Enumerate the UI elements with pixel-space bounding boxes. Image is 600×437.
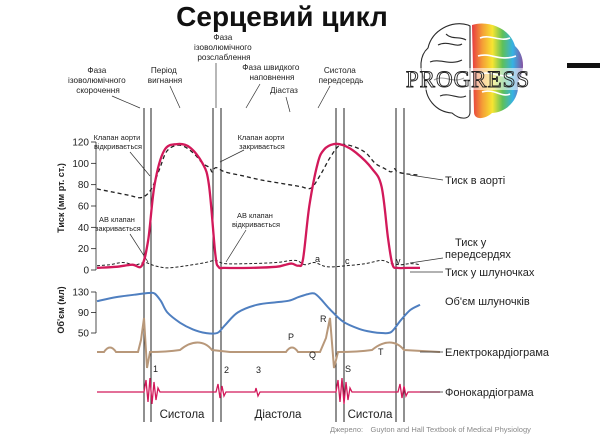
bottom-phase-systole-1: Систола [160, 409, 205, 421]
phase-boundaries [143, 108, 405, 422]
label-ventricular-volume: Об'єм шлуночків [445, 296, 530, 308]
wave-Q: Q [309, 350, 316, 360]
label-aortic-valve-opens: Клапан аорти відкривається [94, 133, 143, 151]
progress-brain-logo: PROGRESS [405, 23, 530, 119]
pressure-axis: Тиск (мм рт. ст.) 0 20 40 60 80 100 120 [56, 138, 97, 277]
wave-a: a [315, 254, 320, 264]
wave-v: v [396, 256, 401, 266]
pressure-tick-label: 120 [72, 138, 89, 149]
wave-R: R [320, 314, 327, 324]
ecg-trace [97, 317, 441, 369]
heart-sound-2: 2 [224, 365, 229, 375]
pressure-tick-label: 20 [78, 244, 90, 255]
heart-sound-3: 3 [256, 365, 261, 375]
label-atrial-pressure: Тиск у передсердях [445, 237, 511, 261]
volume-axis-title: Об'єм (мл) [56, 286, 66, 333]
label-diastasis: Діастаз [270, 86, 298, 95]
label-rapid-filling: Фаза швидкого наповнення [242, 63, 301, 82]
ventricular-pressure-curve [96, 142, 420, 270]
label-av-valve-opens: АВ клапан відкривається [232, 211, 280, 229]
slide-title: Серцевий цикл [176, 1, 388, 32]
label-ejection: Період вигнання [148, 66, 182, 85]
label-aortic-pressure: Тиск в аорті [445, 175, 505, 187]
source-text: Guyton and Hall Textbook of Medical Phys… [371, 425, 532, 434]
pressure-tick-label: 100 [72, 159, 89, 170]
pressure-tick-label: 80 [78, 180, 90, 191]
label-aortic-valve-closes: Клапан аорти закривається [238, 133, 287, 151]
logo-text: PROGRESS [406, 67, 530, 92]
label-atrial-systole: Систола передсердь [319, 66, 364, 85]
pressure-tick-label: 0 [83, 266, 89, 277]
wave-c: c [345, 256, 350, 266]
top-right-bar [567, 63, 600, 68]
curve-labels: Тиск в аорті Тиск у передсердях Тиск у ш… [409, 174, 550, 399]
cycle-curves [96, 142, 421, 335]
ventricular-volume-curve [96, 291, 421, 335]
pressure-axis-title: Тиск (мм рт. ст.) [56, 163, 66, 233]
label-pcg: Фонокардіограма [445, 387, 535, 399]
heart-sound-1: 1 [153, 364, 158, 374]
volume-tick-label: 130 [72, 288, 89, 299]
pcg-trace [97, 377, 440, 405]
volume-tick-label: 90 [78, 308, 90, 319]
wave-T: T [378, 347, 384, 357]
label-ecg: Електрокардіограма [445, 347, 550, 359]
label-isovol-contraction: Фаза ізоволюмічного скорочення [68, 66, 128, 95]
source-credit: Джерело: Guyton and Hall Textbook of Med… [330, 419, 531, 436]
bottom-phase-diastole: Діастола [255, 409, 302, 421]
pressure-tick-label: 40 [78, 223, 90, 234]
wave-S: S [345, 364, 351, 374]
aortic-pressure-curve [96, 143, 421, 199]
pressure-tick-label: 60 [78, 202, 90, 213]
volume-axis: Об'єм (мл) 50 90 130 [56, 286, 97, 340]
wave-P: P [288, 332, 294, 342]
wave-labels: a c v P Q R S T [288, 254, 401, 374]
bottom-phase-systole-2: Систола [348, 409, 393, 421]
bottom-phase-labels: Систола Діастола Систола [160, 409, 393, 421]
label-ventricular-pressure: Тиск у шлуночках [445, 267, 535, 279]
label-isovol-relaxation: Фаза ізоволюмічного розслаблення [194, 33, 254, 62]
phase-annotations: Фаза ізоволюмічного скорочення Період ви… [68, 33, 364, 113]
source-label: Джерело: [330, 425, 363, 434]
label-av-valve-closes: АВ клапан закривається [95, 215, 141, 233]
heart-sound-labels: 1 2 3 [153, 364, 261, 375]
valve-annotations: Клапан аорти відкривається Клапан аорти … [94, 133, 287, 263]
volume-tick-label: 50 [78, 329, 90, 340]
